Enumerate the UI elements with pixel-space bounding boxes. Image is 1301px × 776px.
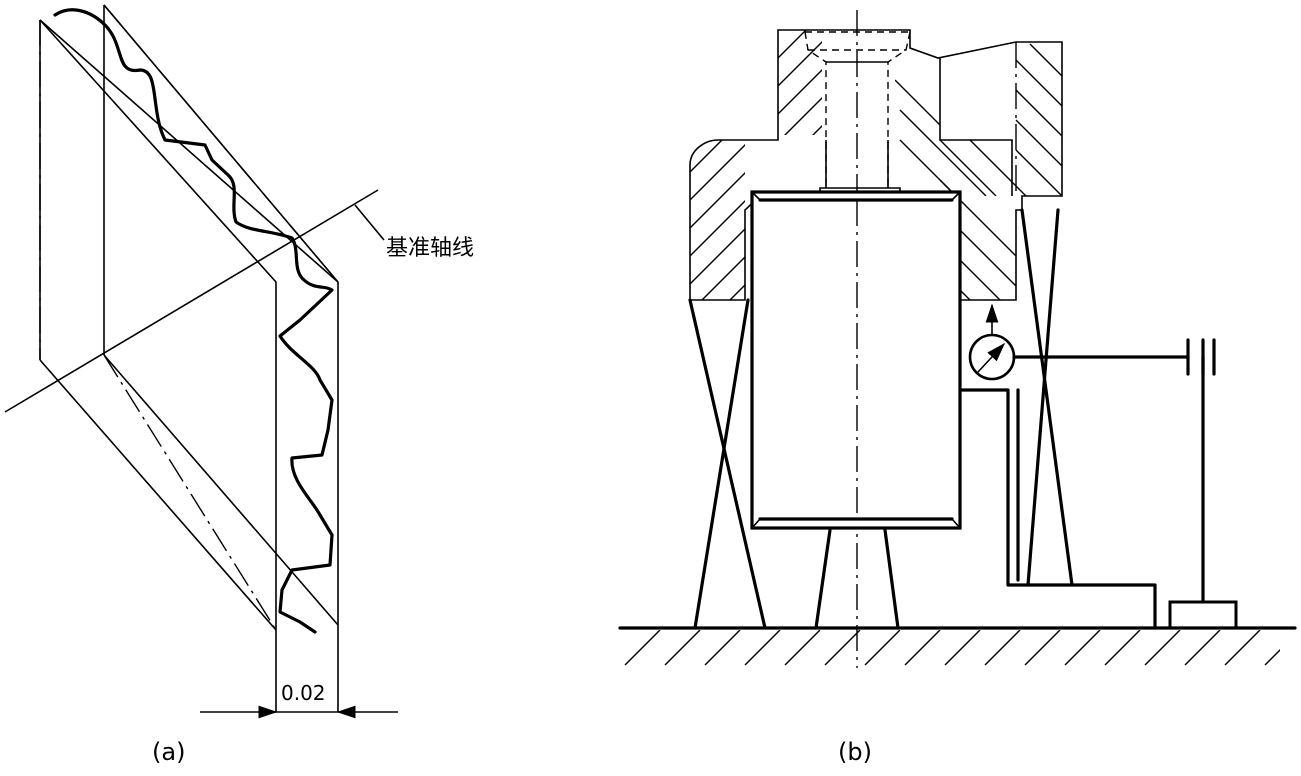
figure-a: 基准轴线 0.02 (a) — [4, 4, 474, 766]
tolerance-dimension: 0.02 — [200, 681, 398, 719]
datum-axis-label: 基准轴线 — [386, 236, 474, 261]
indicator-stand — [958, 338, 1238, 630]
right-support — [1020, 208, 1074, 587]
center-supports — [814, 528, 900, 630]
tolerance-zone — [39, 19, 339, 712]
caption-b: (b) — [838, 738, 872, 766]
datum-axis-line — [4, 189, 379, 413]
surface-plate — [618, 626, 1297, 666]
dial-indicator — [968, 303, 1016, 381]
workpiece-cylinder — [750, 190, 962, 530]
cylinder-centerline — [103, 4, 339, 283]
caption-a: (a) — [152, 738, 185, 766]
actual-axis-curve — [53, 8, 334, 634]
left-support — [688, 298, 767, 630]
cylinder-outline-left — [39, 4, 339, 360]
datum-axis-leader — [354, 204, 385, 241]
cylinder-centerline-lower — [103, 354, 277, 631]
tolerance-value: 0.02 — [281, 681, 326, 705]
figure-b: (b) — [618, 10, 1297, 766]
